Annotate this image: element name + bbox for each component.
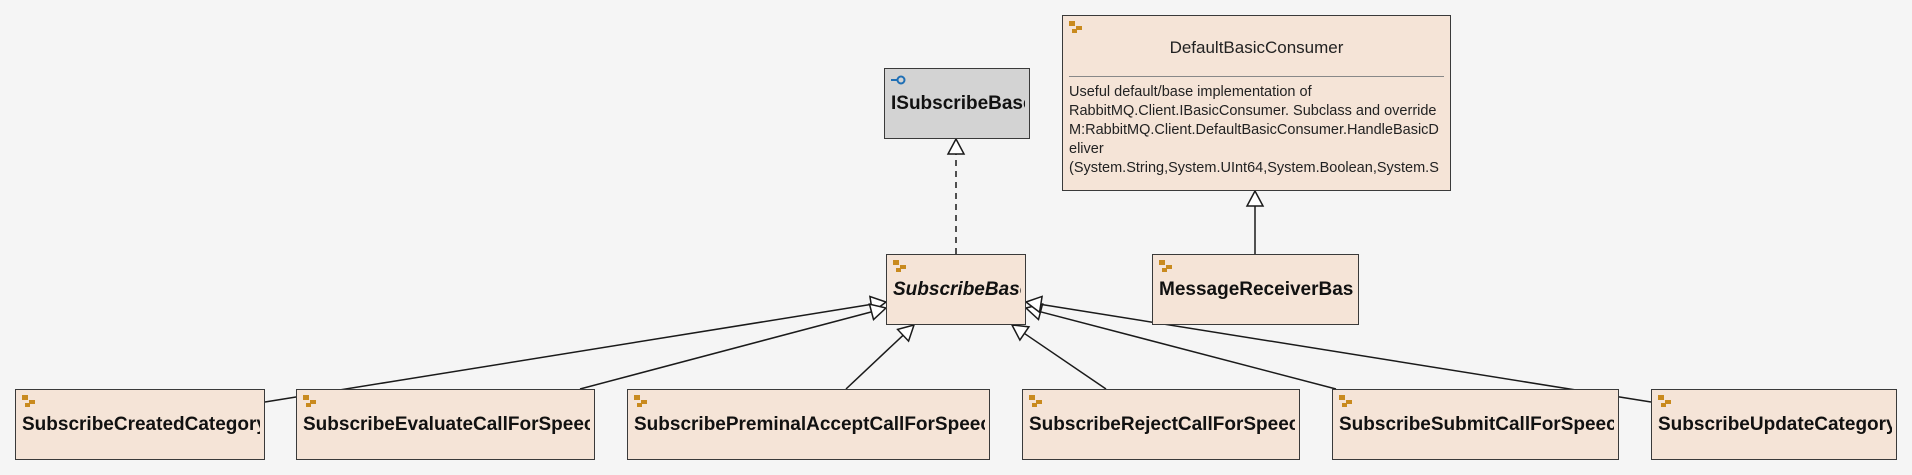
node-subscriberejectcallforspeech[interactable]: SubscribeRejectCallForSpeech	[1022, 389, 1300, 460]
node-messagereceiverbase[interactable]: MessageReceiverBase	[1152, 254, 1359, 325]
node-label: ISubscribeBase	[891, 92, 1025, 114]
edge-inherit-subscribesubmitcallforspeech-line	[1040, 311, 1337, 390]
node-label: SubscribeRejectCallForSpeech	[1029, 413, 1295, 435]
class-icon	[302, 394, 318, 408]
edge-inherit-subscribeupdatecategory-line	[1040, 303, 1652, 403]
class-icon	[1338, 394, 1354, 408]
node-subscribecreatedcategory[interactable]: SubscribeCreatedCategory	[15, 389, 265, 460]
edge-inherit-subscriberejectcallforspeech-line	[1023, 332, 1107, 390]
edge-realization-isubscribebase-arrowhead	[946, 137, 966, 155]
node-subscribebase[interactable]: SubscribeBase	[886, 254, 1026, 325]
class-icon	[1657, 394, 1673, 408]
edge-inherit-subscriberejectcallforspeech-arrowhead	[1010, 324, 1031, 342]
node-subscribeupdatecategory[interactable]: SubscribeUpdateCategory	[1651, 389, 1897, 460]
node-label: DefaultBasicConsumer	[1169, 38, 1344, 57]
node-defaultbasicconsumer[interactable]: DefaultBasicConsumer Useful default/base…	[1062, 15, 1451, 191]
node-subscribesubmitcallforspeech[interactable]: SubscribeSubmitCallForSpeech	[1332, 389, 1619, 460]
edge-inherit-subscribepreminalacceptcallforspeech-arrowhead	[896, 323, 916, 343]
class-icon	[21, 394, 37, 408]
interface-icon	[890, 73, 906, 87]
node-label: SubscribePreminalAcceptCallForSpeech	[634, 413, 985, 435]
class-icon	[1028, 394, 1044, 408]
node-subscribeevaluatecallforspeech[interactable]: SubscribeEvaluateCallForSpeech	[296, 389, 595, 460]
edge-inherit-subscribeupdatecategory-arrowhead	[1024, 295, 1044, 314]
class-icon	[633, 394, 649, 408]
node-isubscribebase[interactable]: ISubscribeBase	[884, 68, 1030, 139]
edge-inherit-subscribecreatedcategory-line	[264, 303, 872, 403]
edge-inherit-subscribepreminalacceptcallforspeech-line	[845, 334, 904, 390]
node-label: SubscribeUpdateCategory	[1658, 413, 1892, 435]
node-label: MessageReceiverBase	[1159, 278, 1354, 300]
class-icon	[1068, 20, 1084, 34]
class-icon	[892, 259, 908, 273]
edge-inherit-subscribeevaluatecallforspeech-line	[579, 311, 872, 390]
node-label: SubscribeEvaluateCallForSpeech	[303, 413, 590, 435]
node-subscribepreminalacceptcallforspeech[interactable]: SubscribePreminalAcceptCallForSpeech	[627, 389, 990, 460]
edge-inherit-subscribeevaluatecallforspeech-arrowhead	[868, 303, 888, 321]
node-label: SubscribeSubmitCallForSpeech	[1339, 413, 1614, 435]
class-icon	[1158, 259, 1174, 273]
node-label: SubscribeCreatedCategory	[22, 413, 260, 435]
node-description: Useful default/base implementation of Ra…	[1069, 84, 1439, 176]
divider	[1069, 76, 1444, 77]
edge-inherit-defaultbasicconsumer-arrowhead	[1245, 189, 1265, 207]
node-label: SubscribeBase	[893, 278, 1021, 300]
